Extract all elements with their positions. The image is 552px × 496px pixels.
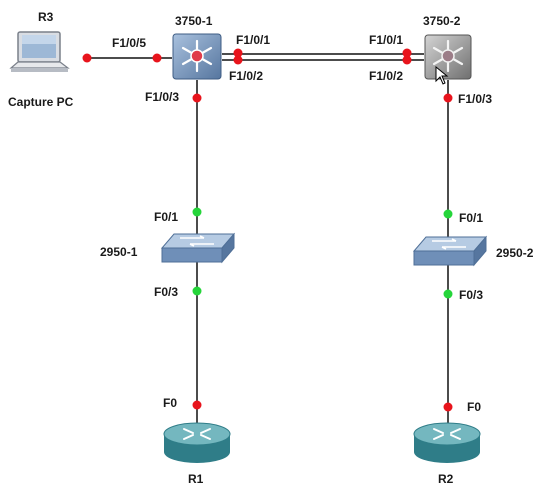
node-r2[interactable] bbox=[412, 420, 482, 466]
multilayer-switch-icon bbox=[172, 33, 222, 80]
port-status-r3-dot bbox=[82, 53, 92, 63]
port-status-r1-f0-dot bbox=[192, 400, 202, 410]
port-status-2950-1-f01-dot bbox=[192, 207, 202, 217]
port-label-3750-1-f102: F1/0/2 bbox=[229, 69, 264, 83]
port-label-r1-f0: F0 bbox=[163, 396, 178, 410]
port-status-2950-2-f01-dot bbox=[443, 209, 453, 219]
port-label-3750-2-f102: F1/0/2 bbox=[369, 69, 404, 83]
port-status-r2-f0-dot bbox=[443, 402, 453, 412]
port-label-2950-2-f03: F0/3 bbox=[459, 288, 484, 302]
port-label-3750-1-f101: F1/0/1 bbox=[236, 33, 271, 47]
port-label-2950-2-f01: F0/1 bbox=[459, 211, 484, 225]
router-icon bbox=[163, 422, 231, 463]
port-status-2950-2-f03-dot bbox=[443, 289, 453, 299]
port-label-r3-f105: F1/0/5 bbox=[112, 36, 147, 50]
r2-label: R2 bbox=[438, 472, 454, 486]
port-status-2950-1-f03-dot bbox=[192, 286, 202, 296]
laptop-icon bbox=[9, 31, 70, 72]
node-3750-1[interactable] bbox=[172, 33, 222, 80]
workgroup-switch-icon bbox=[160, 232, 236, 264]
router-icon bbox=[413, 422, 481, 463]
port-label-2950-1-f03: F0/3 bbox=[154, 285, 179, 299]
port-status-3750-1-f102-dot bbox=[233, 55, 243, 65]
port-status-3750-2-f102-dot bbox=[402, 55, 412, 65]
port-label-3750-1-f103: F1/0/3 bbox=[145, 90, 180, 104]
port-label-2950-1-f01: F0/1 bbox=[154, 210, 179, 224]
port-status-3750-1-f101-dot bbox=[233, 48, 243, 58]
3750-2-label: 3750-2 bbox=[423, 14, 461, 28]
port-label-3750-2-f103: F1/0/3 bbox=[458, 92, 493, 106]
node-r1[interactable] bbox=[162, 420, 232, 466]
port-label-3750-2-f101: F1/0/1 bbox=[369, 33, 404, 47]
2950-2-label: 2950-2 bbox=[496, 246, 534, 260]
mouse-cursor-icon bbox=[435, 66, 449, 85]
port-label-r2-f0: F0 bbox=[467, 400, 482, 414]
port-status-3750-2-f101-dot bbox=[402, 48, 412, 58]
r3-label: R3 bbox=[38, 10, 54, 24]
node-2950-1[interactable] bbox=[160, 232, 236, 266]
2950-1-label: 2950-1 bbox=[100, 245, 138, 259]
port-status-3750-1-f103-dot bbox=[192, 93, 202, 103]
r3-caption: Capture PC bbox=[8, 95, 74, 109]
workgroup-switch-icon bbox=[412, 235, 488, 267]
node-r3[interactable] bbox=[8, 30, 72, 76]
node-2950-2[interactable] bbox=[412, 235, 488, 269]
r1-label: R1 bbox=[188, 472, 204, 486]
port-status-3750-1-f105-dot bbox=[152, 53, 162, 63]
port-status-3750-2-f103-dot bbox=[443, 93, 453, 103]
3750-1-label: 3750-1 bbox=[175, 14, 213, 28]
